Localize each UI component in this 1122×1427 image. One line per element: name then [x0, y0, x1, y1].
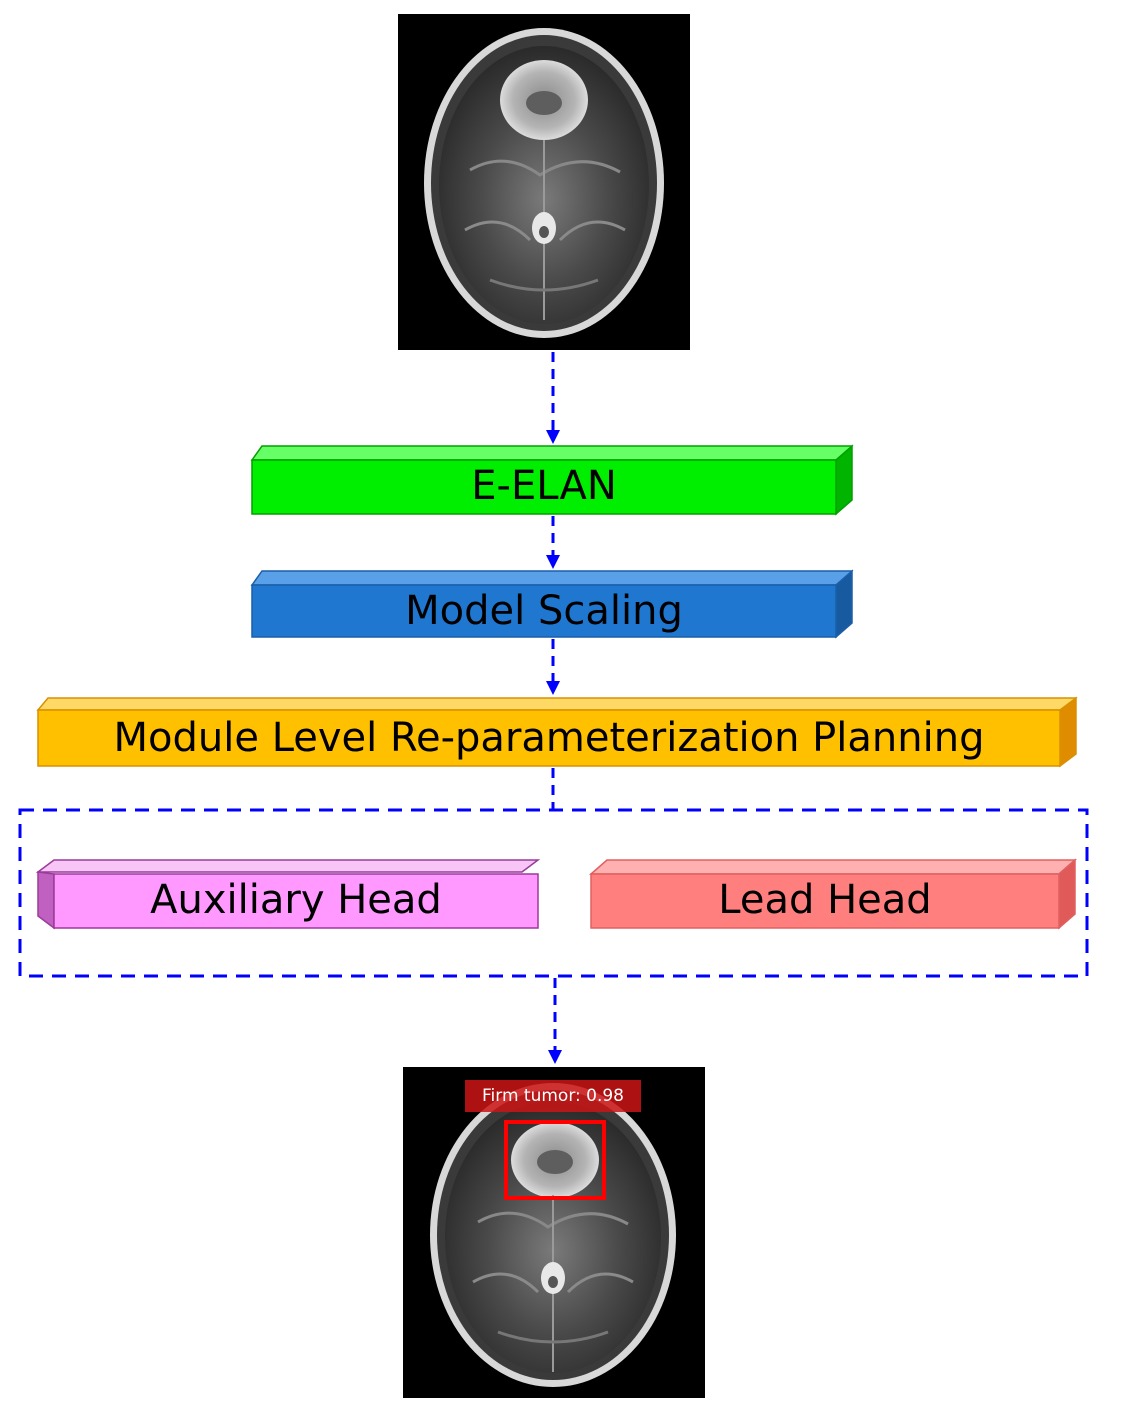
output-mri-image — [403, 1067, 705, 1398]
e-elan-block — [250, 444, 854, 516]
input-mri-image — [398, 14, 690, 350]
lead-head-block — [589, 858, 1077, 930]
heads-group-border — [18, 808, 1089, 978]
module-level-label: Module Level Re-parameterization Plannin… — [113, 715, 985, 761]
e-elan-label: E-ELAN — [471, 463, 617, 509]
model-scaling-block — [250, 569, 854, 639]
model-scaling-label: Model Scaling — [405, 588, 683, 634]
auxiliary-head-block — [35, 859, 541, 930]
auxiliary-head-label: Auxiliary Head — [150, 877, 442, 923]
detection-label: Firm tumor: 0.98 — [465, 1080, 641, 1112]
module-level-block — [36, 696, 1078, 768]
lead-head-label: Lead Head — [718, 877, 932, 923]
detection-bounding-box — [504, 1120, 606, 1200]
